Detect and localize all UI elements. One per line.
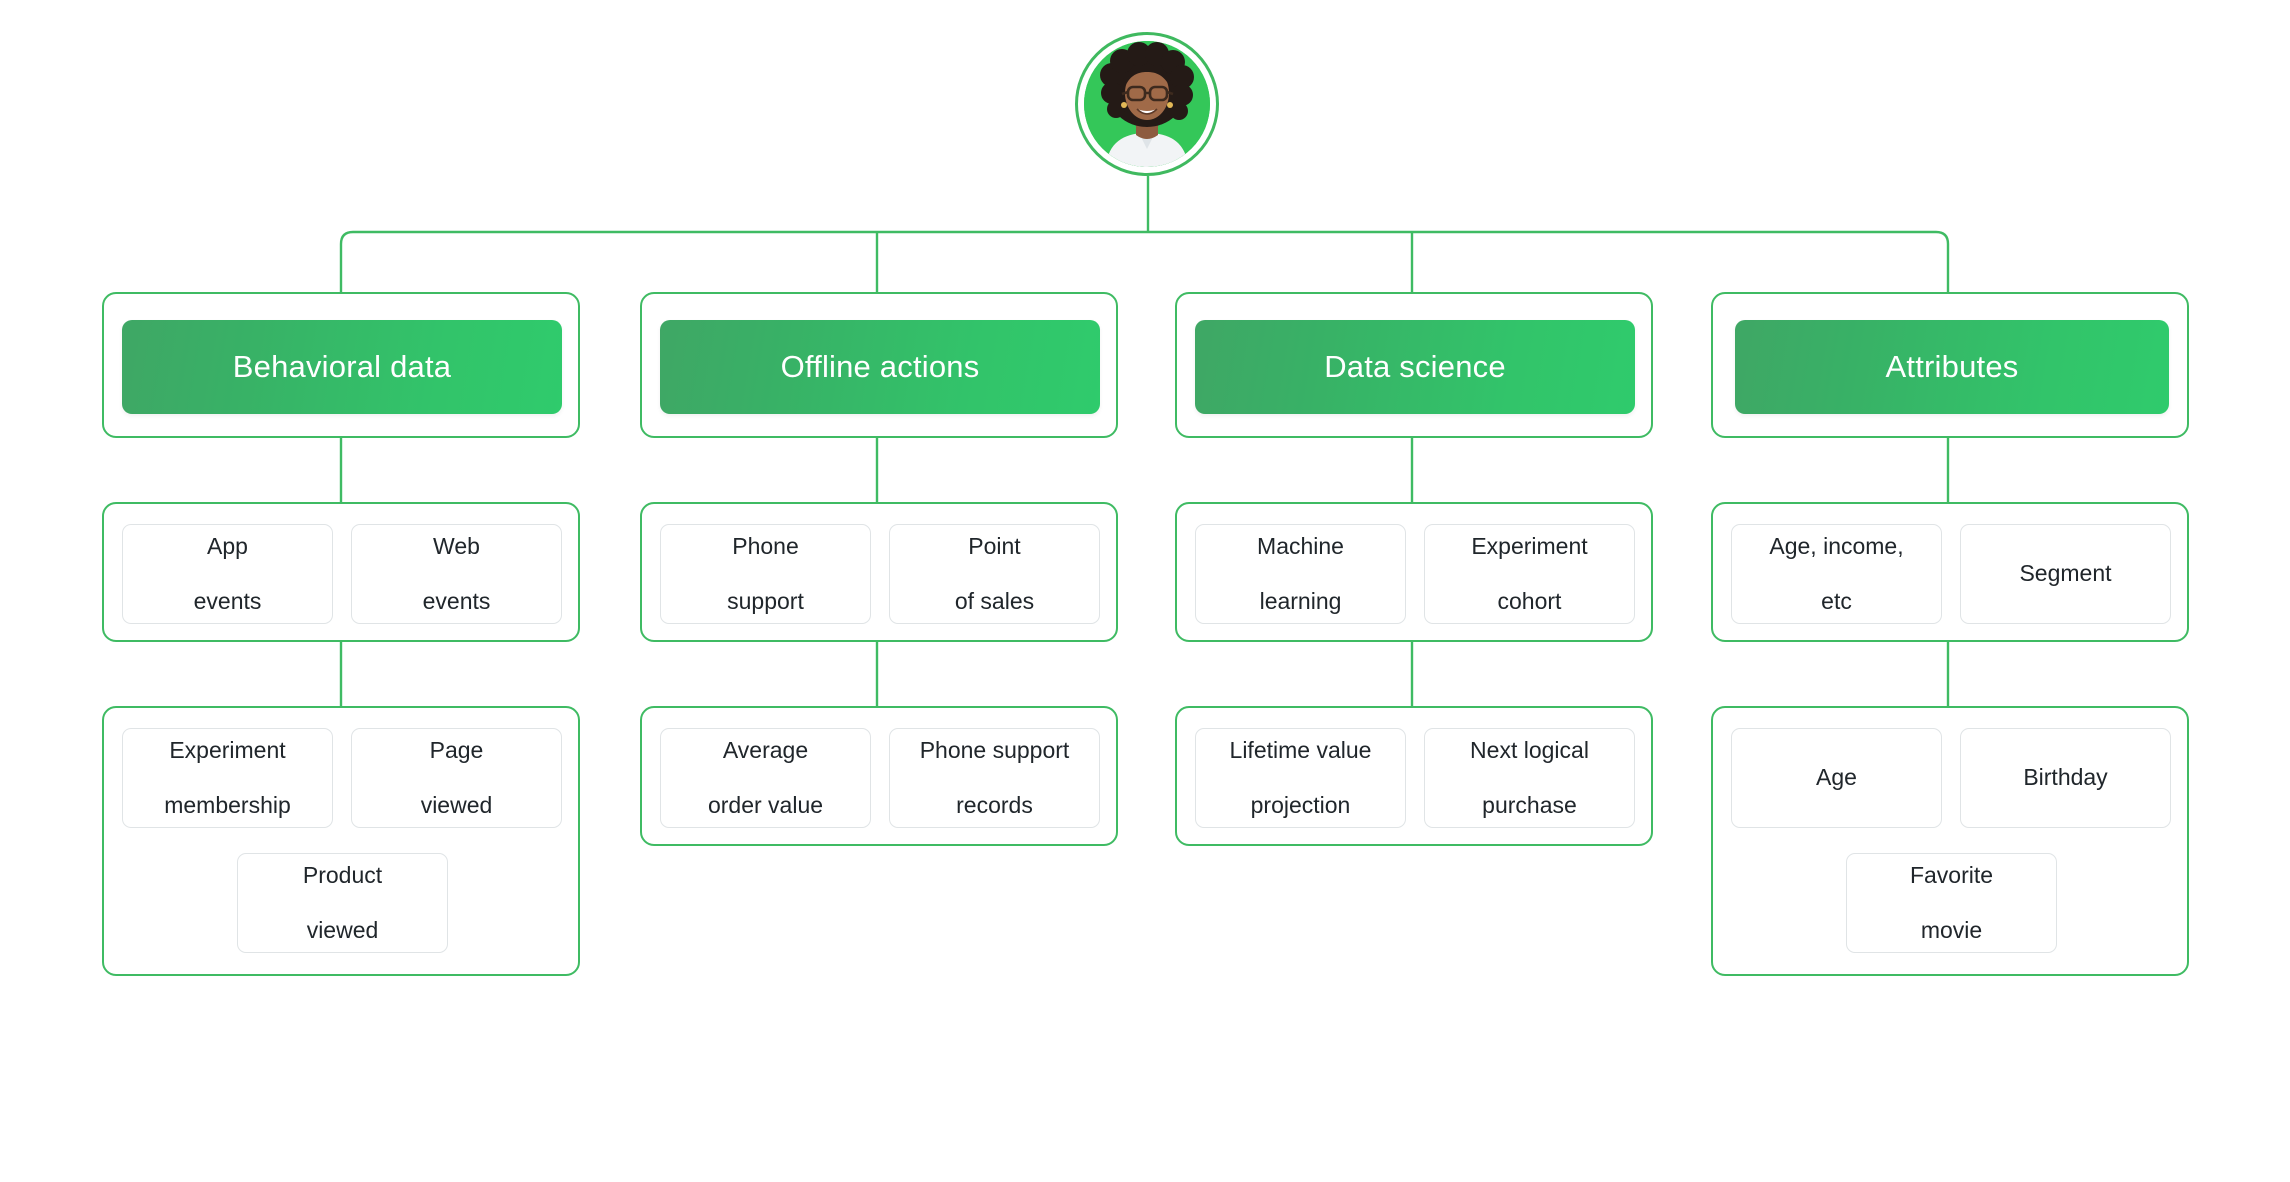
chip-age[interactable]: Age [1731,728,1942,828]
chip-point-of-sales[interactable]: Point of sales [889,524,1100,624]
category-header-attributes[interactable]: Attributes [1735,320,2169,414]
chip-line: Segment [2019,560,2112,587]
chip-line: Experiment [1471,533,1588,560]
chip-line: Phone [732,533,799,560]
chip-line: Machine [1257,533,1344,560]
chip-line: viewed [420,791,493,818]
row-group-behavioral-1: App events Web events [102,502,580,642]
chip-machine-learning[interactable]: Machine learning [1195,524,1406,624]
chip-line: Product [302,862,383,889]
chip-line: App [207,533,248,560]
chip-line: Average [722,737,809,764]
chip-line: membership [164,791,291,818]
chip-line: support [727,587,804,614]
chip-line: Web [433,533,480,560]
chip-line: projection [1250,791,1351,818]
category-header-offline-actions[interactable]: Offline actions [660,320,1100,414]
chip-line: Page [429,737,484,764]
row-group-offline-2: Average order value Phone support record… [640,706,1118,846]
chip-line: events [422,587,491,614]
chip-app-events[interactable]: App events [122,524,333,624]
chip-experiment-membership[interactable]: Experiment membership [122,728,333,828]
chip-page-viewed[interactable]: Page viewed [351,728,562,828]
chip-line: of sales [954,587,1035,614]
chip-phone-support-records[interactable]: Phone support records [889,728,1100,828]
chip-web-events[interactable]: Web events [351,524,562,624]
row-group-attributes-2: Age Birthday Favorite movie [1711,706,2189,976]
chip-line: learning [1259,587,1342,614]
chip-lifetime-value-projection[interactable]: Lifetime value projection [1195,728,1406,828]
chip-line: Next logical [1470,737,1589,764]
header-group-behavioral-data: Behavioral data [102,292,580,438]
chip-line: movie [1920,916,1983,943]
chip-age-income-etc[interactable]: Age, income, etc [1731,524,1942,624]
chip-line: Lifetime value [1229,737,1372,764]
chip-line: Age [1816,764,1857,791]
chip-line: order value [707,791,824,818]
header-group-offline-actions: Offline actions [640,292,1118,438]
header-group-attributes: Attributes [1711,292,2189,438]
chip-next-logical-purchase[interactable]: Next logical purchase [1424,728,1635,828]
category-header-data-science[interactable]: Data science [1195,320,1635,414]
chip-line: Birthday [2023,764,2108,791]
row-group-behavioral-2: Experiment membership Page viewed Produc… [102,706,580,976]
avatar [1084,41,1210,167]
chip-experiment-cohort[interactable]: Experiment cohort [1424,524,1635,624]
chip-product-viewed[interactable]: Product viewed [237,853,448,953]
chip-average-order-value[interactable]: Average order value [660,728,871,828]
category-header-behavioral-data[interactable]: Behavioral data [122,320,562,414]
row-group-offline-1: Phone support Point of sales [640,502,1118,642]
bus-line [339,230,1950,292]
chip-line: Point [968,533,1021,560]
chip-line: events [193,587,262,614]
chip-segment[interactable]: Segment [1960,524,2171,624]
row-group-attributes-1: Age, income, etc Segment [1711,502,2189,642]
chip-line: records [956,791,1033,818]
chip-line: etc [1821,587,1852,614]
chip-line: cohort [1497,587,1562,614]
root-node[interactable] [1075,32,1225,182]
chip-birthday[interactable]: Birthday [1960,728,2171,828]
chip-line: purchase [1482,791,1577,818]
row-group-data-science-1: Machine learning Experiment cohort [1175,502,1653,642]
chip-line: viewed [306,916,379,943]
chip-line: Favorite [1909,862,1994,889]
row-group-data-science-2: Lifetime value projection Next logical p… [1175,706,1653,846]
chip-line: Phone support [919,737,1070,764]
chip-phone-support[interactable]: Phone support [660,524,871,624]
chip-line: Age, income, [1769,533,1904,560]
chip-favorite-movie[interactable]: Favorite movie [1846,853,2057,953]
header-group-data-science: Data science [1175,292,1653,438]
chip-line: Experiment [169,737,286,764]
